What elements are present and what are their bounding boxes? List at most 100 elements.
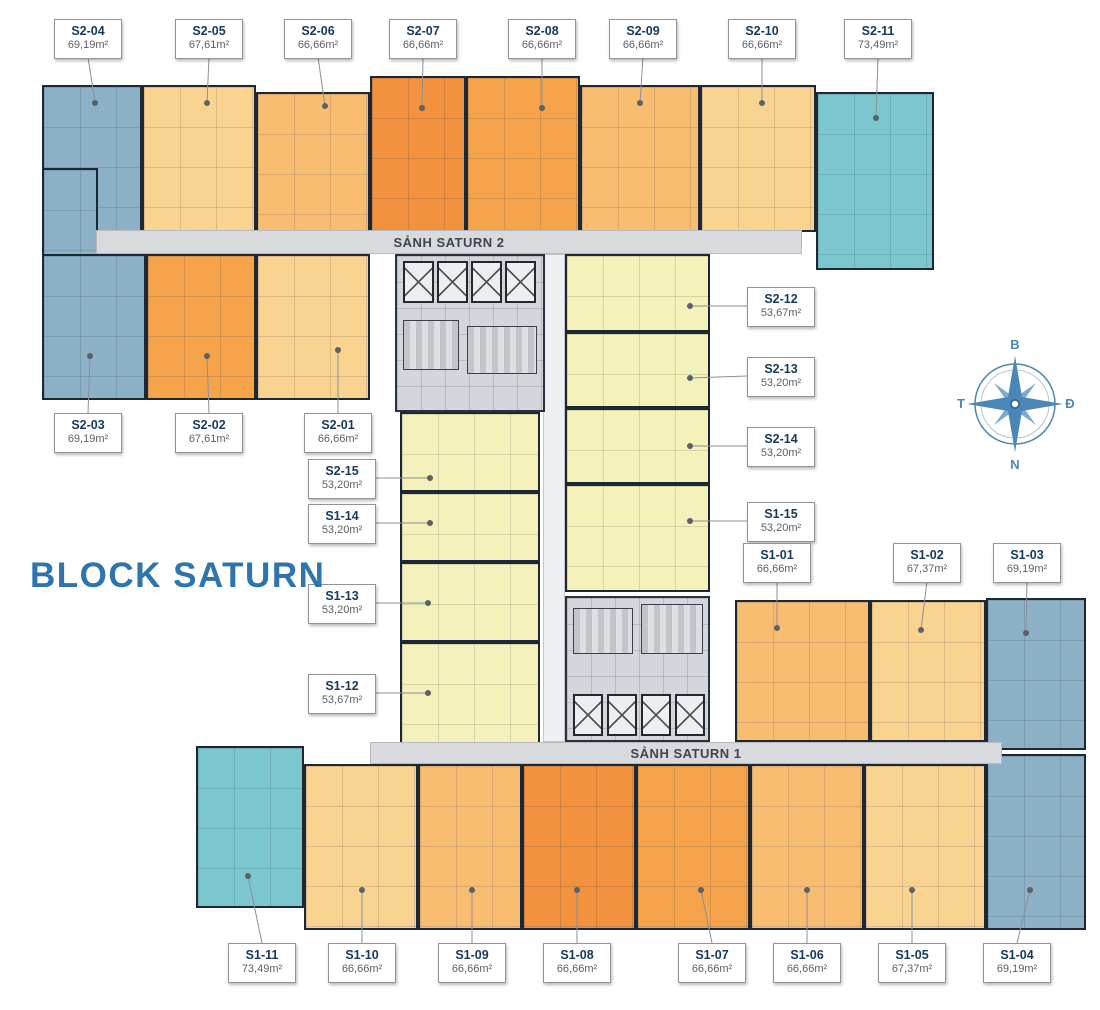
unit-s2-06[interactable] [256, 92, 370, 232]
unit-area: 53,67m² [760, 307, 802, 320]
unit-id: S2-14 [764, 432, 798, 446]
unit-s1-06[interactable] [750, 764, 864, 930]
unit-area: 67,37m² [891, 963, 933, 976]
unit-id: S1-15 [764, 507, 798, 521]
unit-s2-05[interactable] [142, 85, 256, 232]
unit-area: 73,49m² [857, 39, 899, 52]
unit-area: 53,67m² [321, 694, 363, 707]
corridor-saturn-1: SẢNH SATURN 1 [370, 742, 1002, 764]
unit-callout-s2-15[interactable]: S2-15 53,20m² [308, 459, 376, 499]
unit-s2-07[interactable] [370, 76, 466, 232]
unit-callout-s1-04[interactable]: S1-04 69,19m² [983, 943, 1051, 983]
unit-callout-s1-15[interactable]: S1-15 53,20m² [747, 502, 815, 542]
unit-callout-s1-03[interactable]: S1-03 69,19m² [993, 543, 1061, 583]
unit-callout-s2-07[interactable]: S2-07 66,66m² [389, 19, 457, 59]
unit-area: 66,66m² [402, 39, 444, 52]
unit-s1-15[interactable] [565, 484, 710, 592]
unit-callout-s2-01[interactable]: S2-01 66,66m² [304, 413, 372, 453]
unit-s1-05[interactable] [864, 764, 986, 930]
unit-id: S2-01 [321, 418, 355, 432]
stair-icon [641, 604, 703, 654]
corridor-saturn-2: SẢNH SATURN 2 [96, 230, 802, 254]
unit-s2-14[interactable] [565, 408, 710, 484]
unit-s2-12[interactable] [565, 254, 710, 332]
unit-s1-08[interactable] [522, 764, 636, 930]
unit-id: S1-01 [760, 548, 794, 562]
unit-id: S1-14 [325, 509, 359, 523]
unit-callout-s1-13[interactable]: S1-13 53,20m² [308, 584, 376, 624]
unit-s2-11[interactable] [816, 92, 934, 270]
unit-s2-03[interactable] [42, 254, 146, 400]
unit-id: S1-09 [455, 948, 489, 962]
unit-id: S1-12 [325, 679, 359, 693]
unit-s1-02[interactable] [870, 600, 986, 742]
unit-callout-s1-12[interactable]: S1-12 53,67m² [308, 674, 376, 714]
unit-s1-14[interactable] [400, 492, 540, 562]
unit-callout-s1-08[interactable]: S1-08 66,66m² [543, 943, 611, 983]
unit-callout-s2-13[interactable]: S2-13 53,20m² [747, 357, 815, 397]
unit-id: S2-02 [192, 418, 226, 432]
unit-area: 66,66m² [786, 963, 828, 976]
unit-callout-s2-11[interactable]: S2-11 73,49m² [844, 19, 912, 59]
unit-callout-s2-02[interactable]: S2-02 67,61m² [175, 413, 243, 453]
unit-area: 53,20m² [760, 522, 802, 535]
elevator-icon [675, 694, 705, 736]
unit-area: 66,66m² [451, 963, 493, 976]
unit-s1-12[interactable] [400, 642, 540, 746]
unit-s2-02[interactable] [146, 254, 256, 400]
unit-callout-s2-09[interactable]: S2-09 66,66m² [609, 19, 677, 59]
unit-s2-10[interactable] [700, 85, 816, 232]
unit-callout-s1-06[interactable]: S1-06 66,66m² [773, 943, 841, 983]
compass-icon: B Đ N T [957, 338, 1075, 472]
unit-area: 66,66m² [297, 39, 339, 52]
unit-s2-01[interactable] [256, 254, 370, 400]
unit-s1-04[interactable] [986, 754, 1086, 930]
unit-callout-s2-08[interactable]: S2-08 66,66m² [508, 19, 576, 59]
unit-area: 69,19m² [1006, 563, 1048, 576]
unit-callout-s1-09[interactable]: S1-09 66,66m² [438, 943, 506, 983]
unit-s1-10[interactable] [304, 764, 418, 930]
unit-area: 66,66m² [691, 963, 733, 976]
unit-callout-s1-10[interactable]: S1-10 66,66m² [328, 943, 396, 983]
unit-id: S1-04 [1000, 948, 1034, 962]
unit-s2-04-annex[interactable] [42, 168, 98, 270]
unit-s1-01[interactable] [735, 600, 870, 742]
unit-s1-09[interactable] [418, 764, 522, 930]
unit-area: 66,66m² [317, 433, 359, 446]
unit-callout-s2-04[interactable]: S2-04 69,19m² [54, 19, 122, 59]
unit-s1-13[interactable] [400, 562, 540, 642]
unit-callout-s2-05[interactable]: S2-05 67,61m² [175, 19, 243, 59]
unit-callout-s2-10[interactable]: S2-10 66,66m² [728, 19, 796, 59]
unit-id: S2-08 [525, 24, 559, 38]
unit-s1-03[interactable] [986, 598, 1086, 750]
unit-callout-s1-07[interactable]: S1-07 66,66m² [678, 943, 746, 983]
unit-area: 66,66m² [622, 39, 664, 52]
unit-callout-s2-12[interactable]: S2-12 53,67m² [747, 287, 815, 327]
corridor-saturn-2-label: SẢNH SATURN 2 [393, 234, 505, 250]
unit-s2-15[interactable] [400, 412, 540, 492]
unit-id: S2-07 [406, 24, 440, 38]
unit-area: 67,37m² [906, 563, 948, 576]
unit-id: S1-08 [560, 948, 594, 962]
unit-callout-s1-02[interactable]: S1-02 67,37m² [893, 543, 961, 583]
stair-icon [467, 326, 537, 374]
unit-s2-13[interactable] [565, 332, 710, 408]
unit-callout-s2-03[interactable]: S2-03 69,19m² [54, 413, 122, 453]
unit-s1-11[interactable] [196, 746, 304, 908]
unit-area: 53,20m² [760, 447, 802, 460]
compass-west-label: T [957, 396, 965, 411]
unit-callout-s2-06[interactable]: S2-06 66,66m² [284, 19, 352, 59]
unit-s2-08[interactable] [466, 76, 580, 232]
unit-s2-09[interactable] [580, 85, 700, 232]
unit-callout-s2-14[interactable]: S2-14 53,20m² [747, 427, 815, 467]
unit-area: 53,20m² [321, 604, 363, 617]
unit-callout-s1-14[interactable]: S1-14 53,20m² [308, 504, 376, 544]
stair-icon [573, 608, 633, 654]
unit-area: 53,20m² [321, 479, 363, 492]
unit-callout-s1-01[interactable]: S1-01 66,66m² [743, 543, 811, 583]
unit-callout-s1-11[interactable]: S1-11 73,49m² [228, 943, 296, 983]
unit-callout-s1-05[interactable]: S1-05 67,37m² [878, 943, 946, 983]
unit-area: 53,20m² [760, 377, 802, 390]
unit-s1-07[interactable] [636, 764, 750, 930]
